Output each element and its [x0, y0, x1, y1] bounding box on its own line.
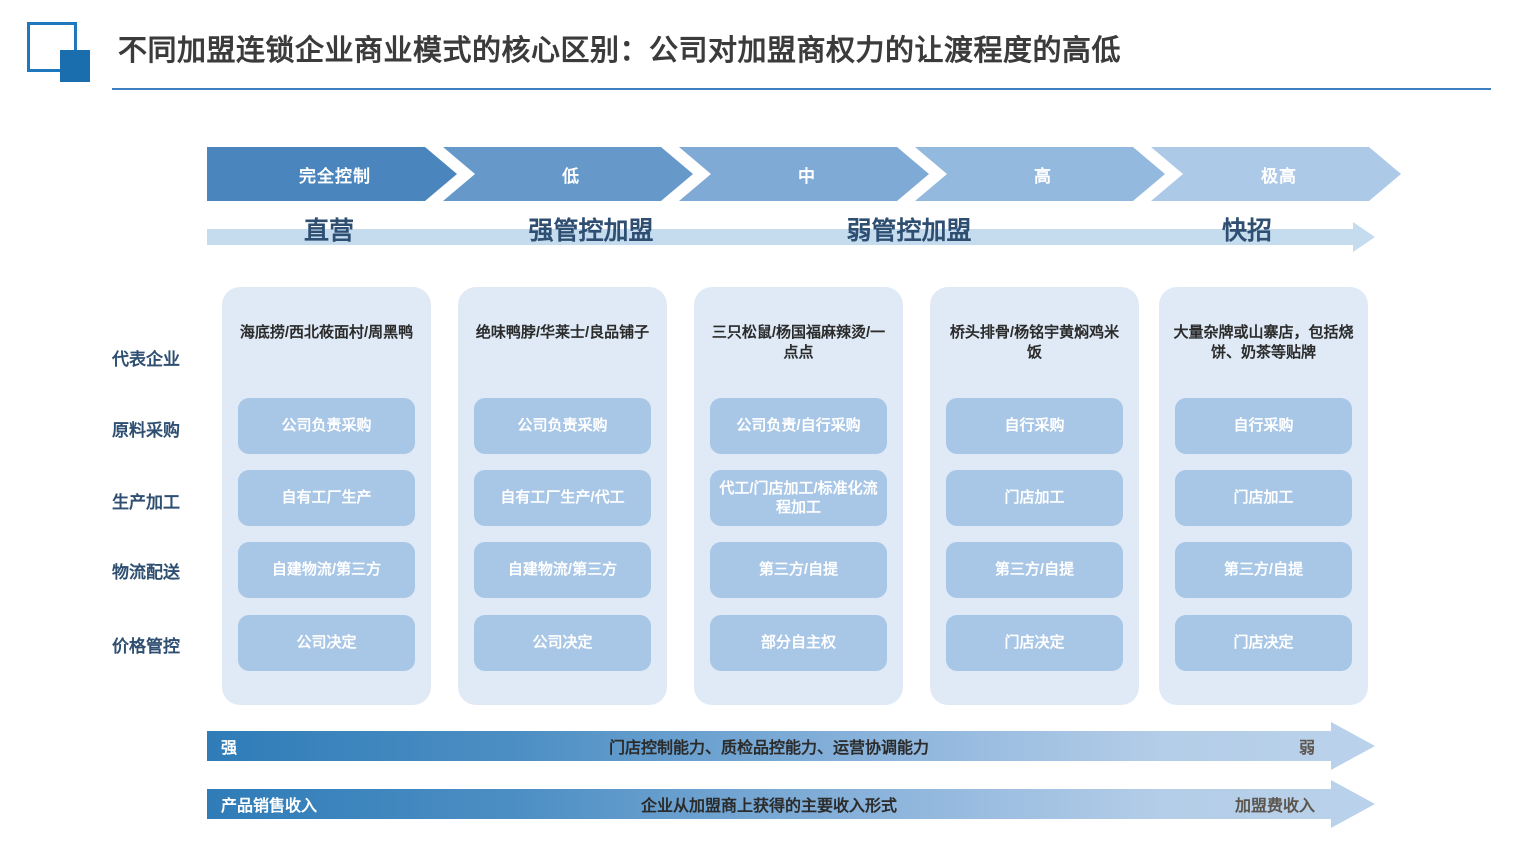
revenue-bar-right-label: 加盟费收入	[1234, 798, 1315, 815]
mode-card-4[interactable]: 桥头排骨/杨铭宇黄焖鸡米饭 自行采购 门店加工 第三方/自提 门店决定	[930, 287, 1139, 705]
row-label-logistics-delivery: 物流配送	[112, 563, 180, 582]
mode-card-1-title: 海底捞/西北莜面村/周黑鸭	[239, 324, 414, 341]
chevron-step-4[interactable]: 高	[915, 147, 1165, 201]
mode-label-direct: 直营	[303, 217, 354, 245]
square-outline-shape	[27, 22, 77, 72]
chevron-step-3[interactable]: 中	[679, 147, 929, 201]
header-divider	[112, 88, 1491, 90]
mode-label-strong: 强管控加盟	[528, 217, 654, 245]
row-label-price-control: 价格管控	[112, 637, 180, 656]
mode-card-4-cell-logistics[interactable]: 第三方/自提	[946, 542, 1123, 598]
revenue-gradient-bar: 企业从加盟商上获得的主要收入形式 产品销售收入 加盟费收入	[207, 780, 1375, 828]
mode-card-3[interactable]: 三只松鼠/杨国福麻辣烫/一点点 公司负责/自行采购 代工/门店加工/标准化流程加…	[694, 287, 903, 705]
capability-gradient-bar: 门店控制能力、质检品控能力、运营协调能力 强 弱	[207, 722, 1375, 770]
mode-card-3-cell-logistics[interactable]: 第三方/自提	[710, 542, 887, 598]
mode-card-1-cell-production[interactable]: 自有工厂生产	[238, 470, 415, 526]
mode-card-1-cell-price[interactable]: 公司决定	[238, 615, 415, 671]
page-header: 不同加盟连锁企业商业模式的核心区别：公司对加盟商权力的让渡程度的高低	[0, 0, 1514, 110]
mode-card-5-cell-price[interactable]: 门店决定	[1175, 615, 1352, 671]
chevron-step-4-label: 高	[1034, 166, 1052, 186]
chevron-step-2[interactable]: 低	[443, 147, 693, 201]
mode-bar-arrowhead-icon	[1353, 222, 1375, 252]
mode-card-2-title: 绝味鸭脖/华莱士/良品铺子	[475, 324, 650, 341]
mode-card-3-cell-price[interactable]: 部分自主权	[710, 615, 887, 671]
capability-bar-right-label: 弱	[1298, 740, 1315, 757]
mode-card-2-cell-price[interactable]: 公司决定	[474, 615, 651, 671]
mode-card-1[interactable]: 海底捞/西北莜面村/周黑鸭 公司负责采购 自有工厂生产 自建物流/第三方 公司决…	[222, 287, 431, 705]
mode-card-4-cell-price[interactable]: 门店决定	[946, 615, 1123, 671]
revenue-bar-track	[207, 789, 1331, 819]
business-mode-bar: 直营 强管控加盟 弱管控加盟 快招	[207, 217, 1375, 252]
mode-label-weak: 弱管控加盟	[846, 217, 972, 245]
chevron-step-3-label: 中	[798, 166, 816, 186]
mode-card-2-cell-raw-material[interactable]: 公司负责采购	[474, 398, 651, 454]
mode-card-4-cell-production[interactable]: 门店加工	[946, 470, 1123, 526]
mode-card-5-title: 大量杂牌或山寨店，包括烧饼、奶茶等贴牌	[1173, 324, 1354, 362]
square-filled-shape	[60, 50, 90, 82]
mode-card-5-cell-raw-material[interactable]: 自行采购	[1175, 398, 1352, 454]
row-label-production-processing: 生产加工	[112, 493, 180, 512]
capability-bar-arrowhead-icon	[1331, 722, 1375, 770]
mode-card-4-title: 桥头排骨/杨铭宇黄焖鸡米饭	[949, 324, 1120, 362]
mode-card-2-cell-production[interactable]: 自有工厂生产/代工	[474, 470, 651, 526]
mode-bar-track	[207, 229, 1353, 245]
mode-card-5-cell-production[interactable]: 门店加工	[1175, 470, 1352, 526]
revenue-bar-center-label: 企业从加盟商上获得的主要收入形式	[640, 798, 897, 815]
row-label-raw-material-purchase: 原料采购	[112, 421, 180, 440]
row-label-representative-companies: 代表企业	[112, 350, 180, 369]
control-scale-chevrons: 完全控制 低 中 高 极高	[207, 147, 1401, 201]
mode-card-5-cell-logistics[interactable]: 第三方/自提	[1175, 542, 1352, 598]
chevron-step-2-label: 低	[562, 166, 580, 186]
page-title: 不同加盟连锁企业商业模式的核心区别：公司对加盟商权力的让渡程度的高低	[118, 35, 1122, 67]
chevron-step-1-label: 完全控制	[299, 166, 371, 186]
mode-card-2[interactable]: 绝味鸭脖/华莱士/良品铺子 公司负责采购 自有工厂生产/代工 自建物流/第三方 …	[458, 287, 667, 705]
chevron-step-5[interactable]: 极高	[1151, 147, 1401, 201]
square-outline-icon	[27, 22, 90, 84]
mode-card-1-cell-raw-material[interactable]: 公司负责采购	[238, 398, 415, 454]
mode-card-5[interactable]: 大量杂牌或山寨店，包括烧饼、奶茶等贴牌 自行采购 门店加工 第三方/自提 门店决…	[1159, 287, 1368, 705]
capability-bar-track	[207, 731, 1331, 761]
capability-bar-center-label: 门店控制能力、质检品控能力、运营协调能力	[608, 740, 929, 757]
revenue-bar-arrowhead-icon	[1331, 780, 1375, 828]
mode-card-2-cell-logistics[interactable]: 自建物流/第三方	[474, 542, 651, 598]
chevron-step-5-label: 极高	[1261, 166, 1297, 186]
mode-card-3-cell-raw-material[interactable]: 公司负责/自行采购	[710, 398, 887, 454]
mode-card-4-cell-raw-material[interactable]: 自行采购	[946, 398, 1123, 454]
mode-card-3-title: 三只松鼠/杨国福麻辣烫/一点点	[711, 324, 886, 362]
mode-card-1-cell-logistics[interactable]: 自建物流/第三方	[238, 542, 415, 598]
capability-bar-left-label: 强	[221, 740, 238, 757]
chevron-step-1[interactable]: 完全控制	[207, 147, 457, 201]
revenue-bar-left-label: 产品销售收入	[221, 798, 318, 815]
mode-card-3-cell-production[interactable]: 代工/门店加工/标准化流程加工	[710, 470, 887, 526]
mode-label-quick-recruit: 快招	[1221, 217, 1272, 245]
